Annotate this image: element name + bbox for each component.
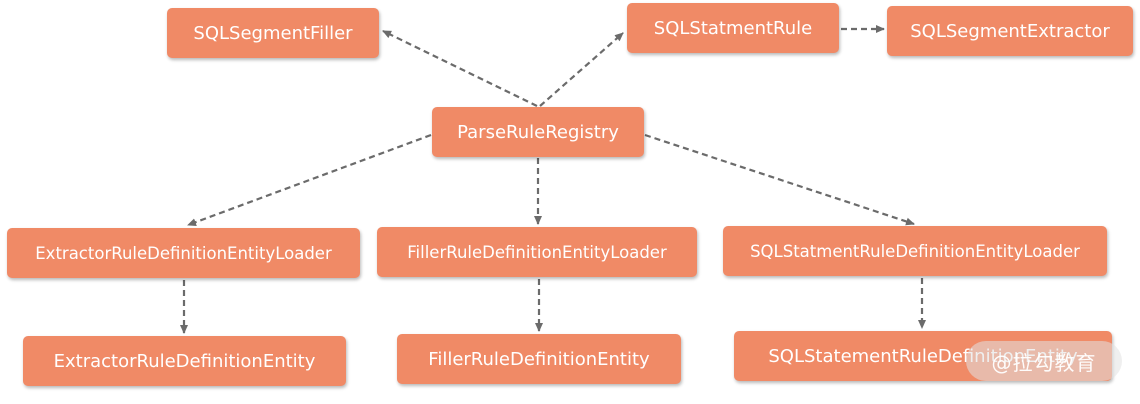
edge-registry-to-extractor-loader (187, 133, 432, 227)
node-label: ParseRuleRegistry (457, 121, 619, 143)
edge-registry-to-sql-loader (644, 133, 915, 226)
node-label: SQLSegmentFiller (193, 22, 353, 44)
watermark-text: @拉勾教育 (991, 350, 1097, 375)
edge-registry-to-rule (539, 32, 624, 107)
watermark: @拉勾教育 (966, 341, 1122, 381)
node-filler-entity[interactable]: FillerRuleDefinitionEntity (397, 334, 681, 384)
node-sql-segment-extractor[interactable]: SQLSegmentExtractor (887, 6, 1133, 56)
node-label: SQLStatmentRule (653, 17, 813, 39)
edge-registry-to-filler (382, 30, 538, 107)
node-filler-loader[interactable]: FillerRuleDefinitionEntityLoader (377, 227, 697, 277)
node-label: SQLStatmentRuleDefinitionEntityLoader (750, 241, 1080, 261)
node-sql-statment-rule[interactable]: SQLStatmentRule (627, 3, 839, 53)
node-label: SQLSegmentExtractor (910, 20, 1110, 42)
node-extractor-entity[interactable]: ExtractorRuleDefinitionEntity (23, 336, 346, 386)
node-label: FillerRuleDefinitionEntity (428, 348, 650, 370)
node-label: ExtractorRuleDefinitionEntity (53, 350, 316, 372)
node-label: ExtractorRuleDefinitionEntityLoader (35, 243, 332, 263)
node-extractor-loader[interactable]: ExtractorRuleDefinitionEntityLoader (7, 228, 360, 278)
node-sql-segment-filler[interactable]: SQLSegmentFiller (167, 8, 379, 58)
node-sql-statment-loader[interactable]: SQLStatmentRuleDefinitionEntityLoader (723, 226, 1107, 276)
node-parse-rule-registry[interactable]: ParseRuleRegistry (432, 107, 644, 157)
node-label: FillerRuleDefinitionEntityLoader (407, 242, 667, 262)
